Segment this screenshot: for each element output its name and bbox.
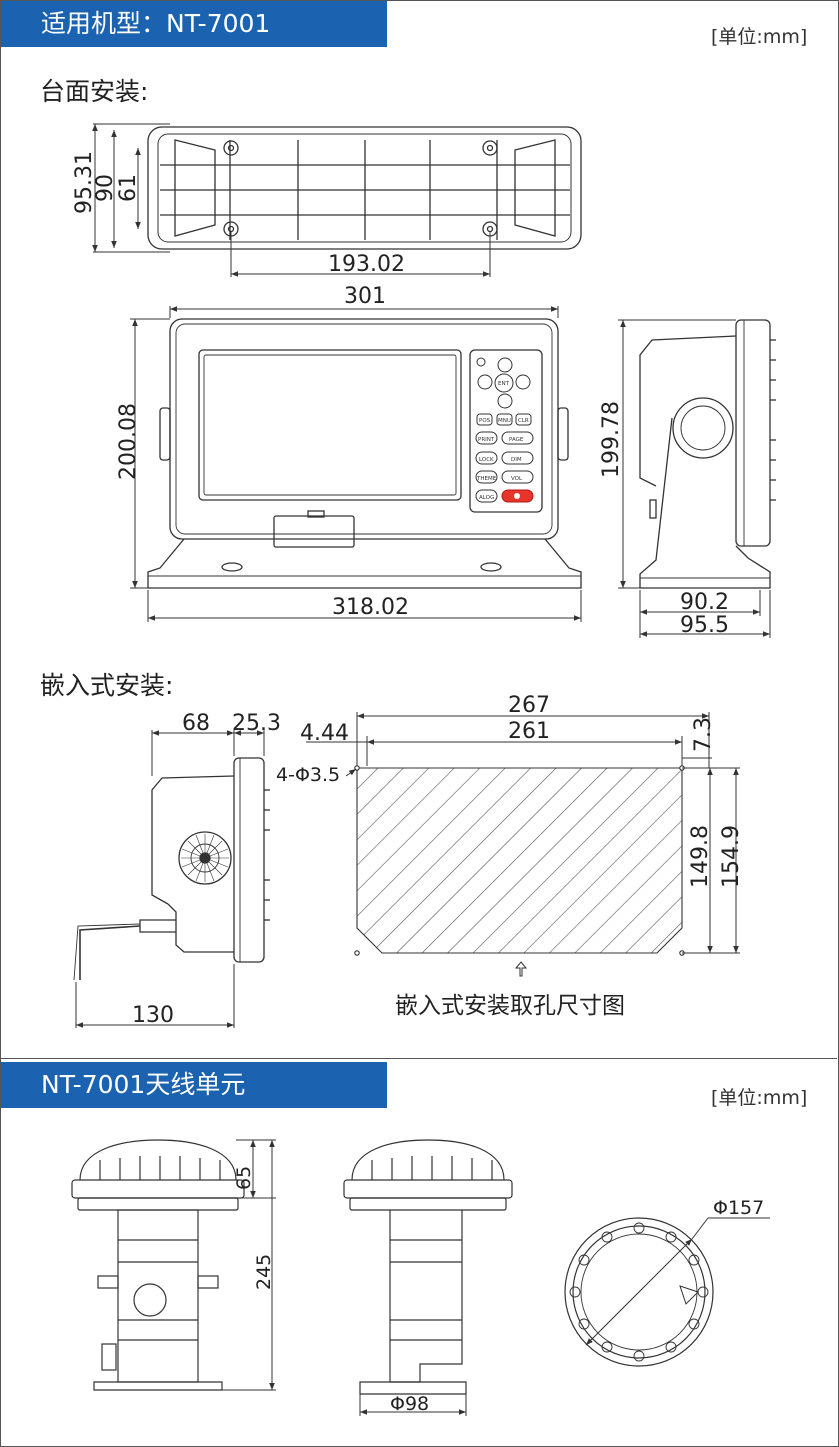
dim-cutout-corner: 7.3 — [691, 717, 716, 752]
dim-antenna-total: 245 — [253, 1254, 275, 1290]
dim-base-width: 318.02 — [332, 595, 409, 620]
dim-top-height-1: 95.31 — [72, 151, 97, 214]
dim-embed-cable: 130 — [132, 1003, 174, 1028]
key-mnu: MNU — [498, 418, 511, 424]
side-view-dimensions — [618, 319, 771, 638]
unit-label-antenna: [单位:mm] — [711, 1087, 808, 1109]
antenna-top-dimensions — [585, 1217, 770, 1346]
front-view-dimensions — [130, 306, 582, 622]
key-theme: THEME — [476, 476, 497, 482]
dim-side-depth-2: 95.5 — [680, 613, 729, 638]
dim-cutout-width-1: 267 — [508, 693, 550, 718]
dim-top-height-3: 61 — [116, 174, 141, 202]
antenna-side-dimensions — [359, 1394, 467, 1416]
key-page: PAGE — [509, 437, 524, 443]
embedded-side-spokes — [181, 834, 229, 882]
embedded-mount-heading: 嵌入式安装: — [40, 671, 174, 700]
key-vol: VOL — [511, 476, 523, 482]
top-view — [147, 126, 582, 250]
embedded-side-dimensions — [75, 730, 265, 1028]
front-keypad — [475, 357, 534, 503]
section-divider — [1, 1058, 837, 1059]
dim-cutout-height-1: 149.8 — [688, 825, 713, 888]
dim-cutout-height-2: 154.9 — [719, 825, 744, 888]
dim-front-width: 301 — [344, 284, 386, 309]
desktop-mount-heading: 台面安装: — [40, 77, 149, 106]
dim-side-depth-1: 90.2 — [680, 590, 729, 615]
antenna-side — [343, 1139, 513, 1395]
dim-antenna-top: 65 — [233, 1166, 255, 1190]
antenna-front — [71, 1139, 245, 1391]
cutout-arrow-icon — [514, 961, 528, 977]
unit-label: [单位:mm] — [711, 26, 808, 48]
front-keypad-labels: ENT POS MNU CLR PRINT PAGE LOCK DIM THEM… — [476, 381, 529, 501]
dim-embed-depth-2: 25.3 — [232, 711, 281, 736]
section-title-antenna: NT-7001天线单元 — [1, 1062, 387, 1108]
key-dim: DIM — [511, 457, 522, 463]
antenna-front-dimensions — [222, 1139, 276, 1391]
key-clr: CLR — [518, 418, 529, 424]
key-alog: ALOG — [479, 495, 494, 501]
key-pos: POS — [479, 418, 491, 424]
key-enter: ENT — [498, 381, 510, 387]
key-lock: LOCK — [479, 457, 494, 463]
dim-cutout-offset: 4.44 — [300, 721, 349, 746]
cutout-caption: 嵌入式安装取孔尺寸图 — [395, 993, 625, 1019]
key-print: PRINT — [478, 437, 495, 443]
top-view-dimensions — [92, 123, 491, 277]
cutout-drawing — [354, 765, 685, 956]
dim-top-height-2: 90 — [93, 174, 118, 202]
section-title-model: 适用机型：NT-7001 — [1, 1, 387, 47]
dim-embed-depth-1: 68 — [182, 711, 210, 736]
dim-antenna-base: Φ98 — [390, 1393, 429, 1415]
dim-front-height: 200.08 — [116, 403, 141, 480]
front-view — [147, 318, 582, 589]
dim-cutout-width-2: 261 — [508, 719, 550, 744]
cutout-dimensions — [306, 712, 740, 954]
dim-side-height: 199.78 — [599, 401, 624, 478]
side-view — [639, 319, 776, 589]
embedded-side-view — [73, 757, 270, 981]
dim-top-width: 193.02 — [328, 252, 405, 277]
dim-antenna-diameter: Φ157 — [713, 1197, 764, 1219]
dim-cutout-holes: 4-Φ3.5 — [276, 764, 340, 786]
